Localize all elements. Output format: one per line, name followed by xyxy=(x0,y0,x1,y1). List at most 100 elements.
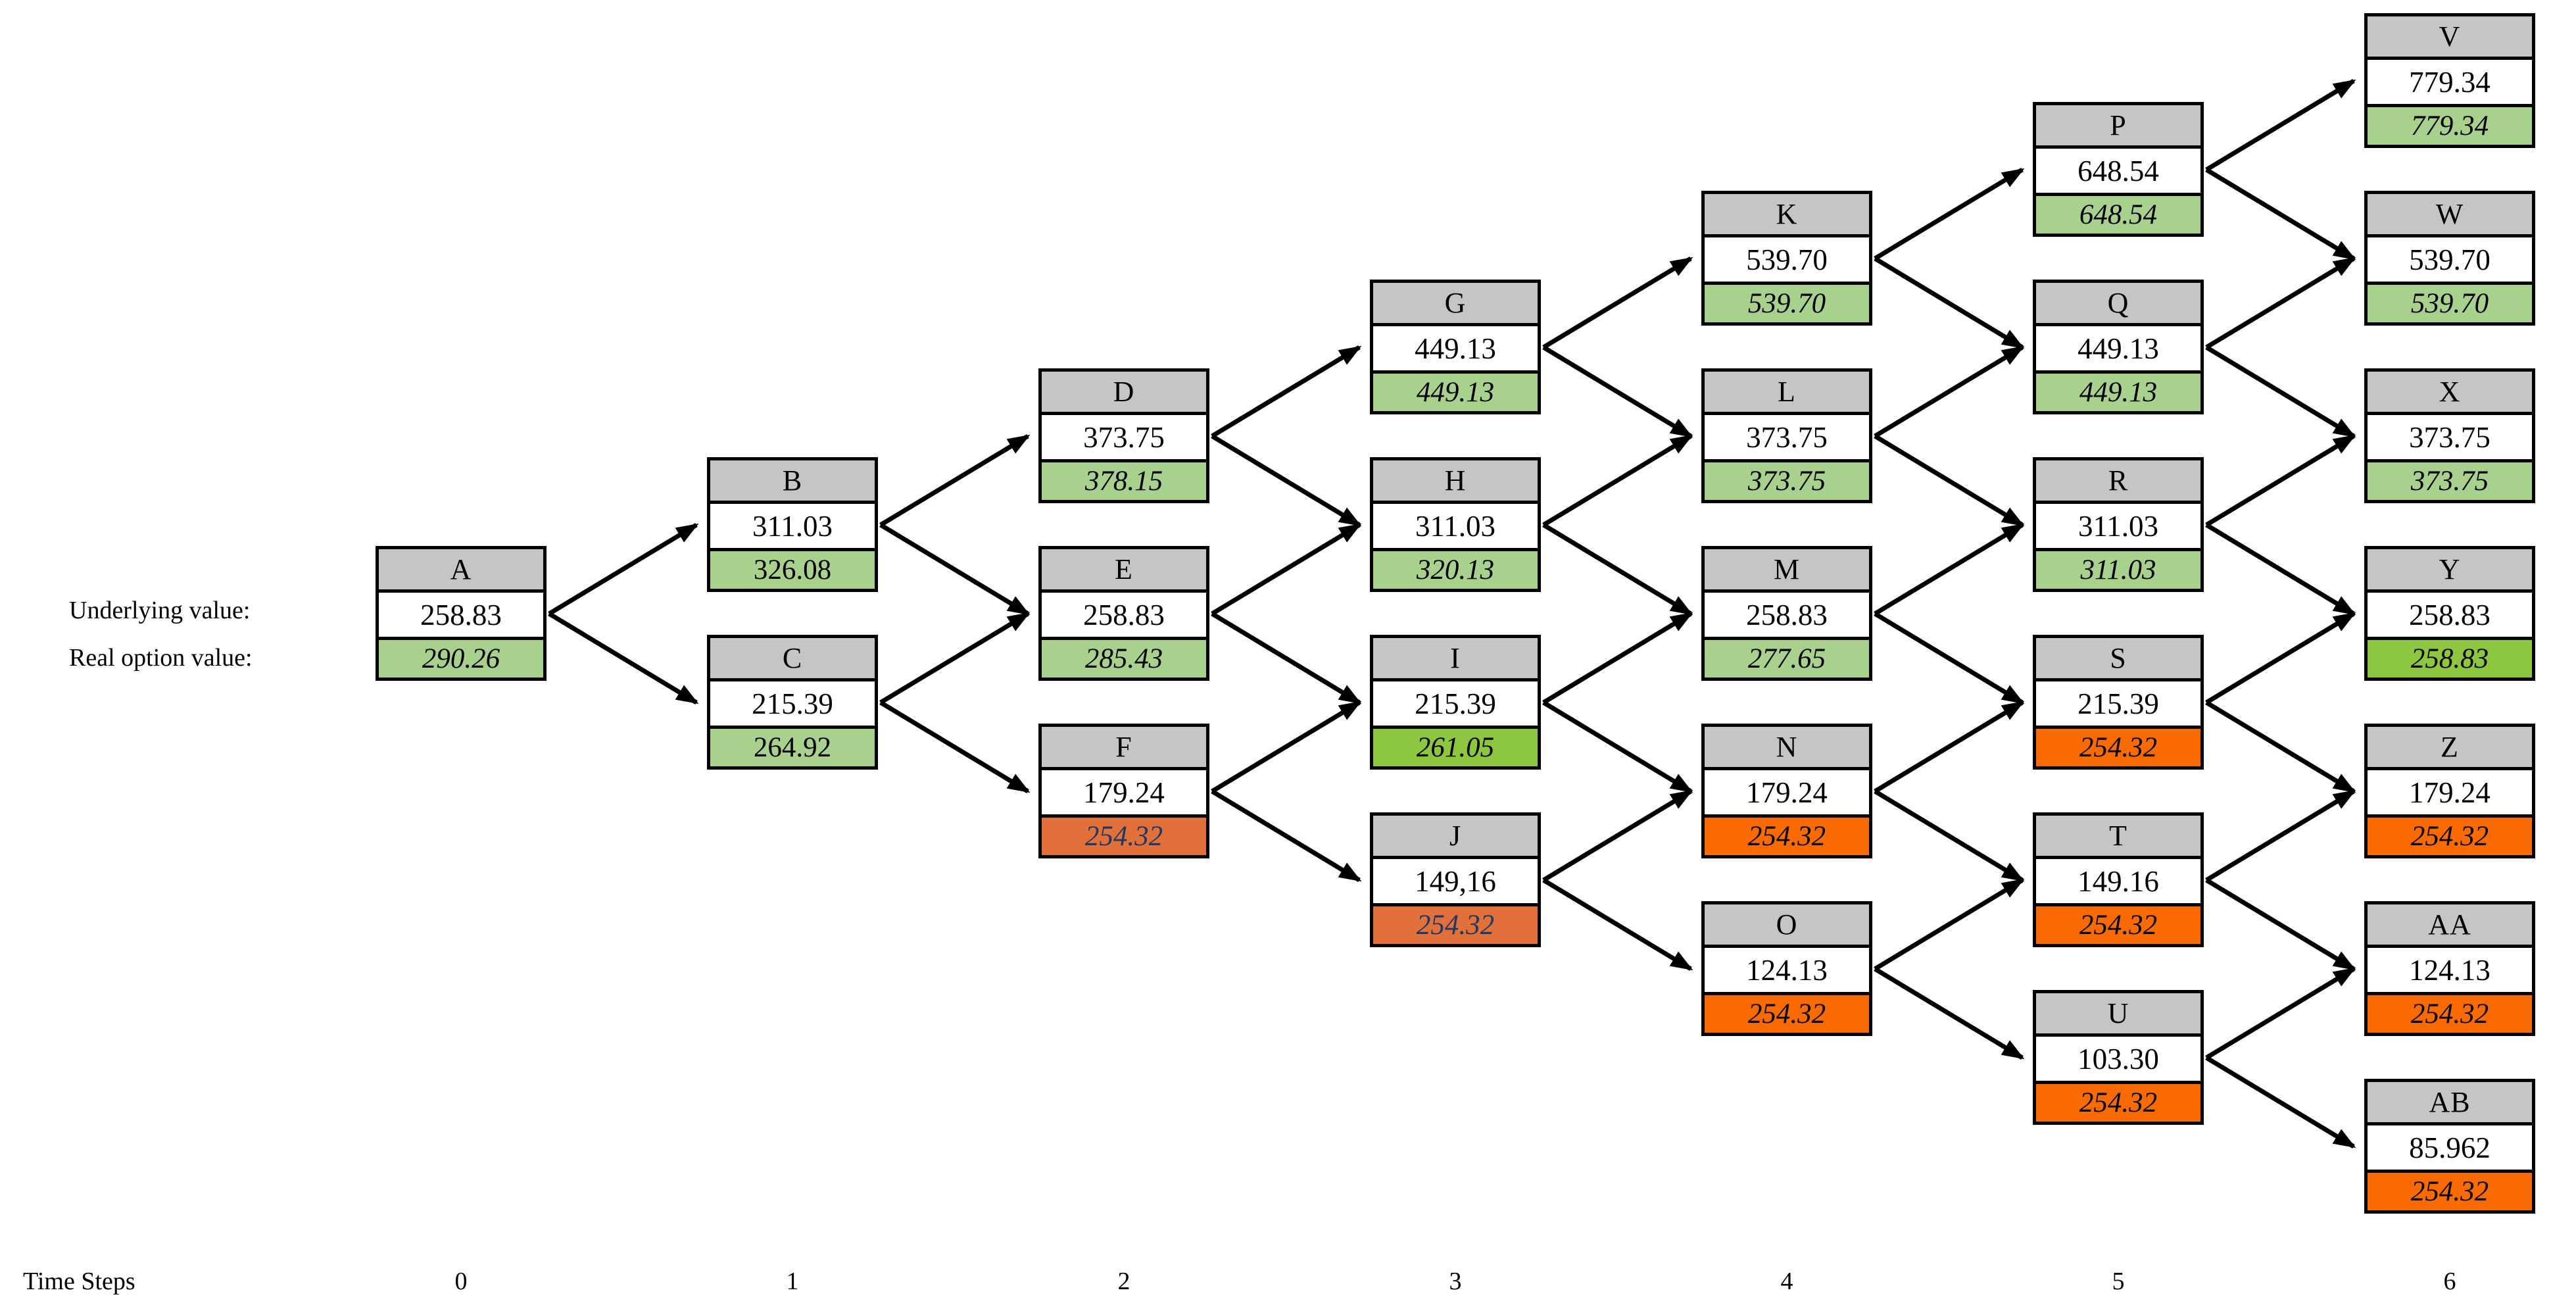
node-label-Y: Y xyxy=(2368,549,2532,593)
node-label-C: C xyxy=(710,638,875,681)
edge-arrow-L-Q xyxy=(1874,345,2025,438)
node-underlying-value-N: 179.24 xyxy=(1705,770,1869,814)
node-label-U: U xyxy=(2036,993,2200,1037)
node-underlying-value-P: 648.54 xyxy=(2036,149,2200,193)
node-underlying-value-X: 373.75 xyxy=(2368,415,2532,459)
edge-arrow-N-S xyxy=(1874,701,2025,793)
edge-arrow-O-T xyxy=(1874,878,2025,971)
node-underlying-value-J: 149,16 xyxy=(1373,859,1538,903)
node-label-E: E xyxy=(1042,549,1206,593)
node-real-option-value-F: 254.32 xyxy=(1042,814,1206,855)
edge-arrow-O-U xyxy=(1874,967,2025,1060)
edge-arrow-G-K xyxy=(1542,257,1693,349)
edge-arrow-T-AA xyxy=(2205,878,2356,971)
node-underlying-value-M: 258.83 xyxy=(1705,593,1869,637)
node-label-B: B xyxy=(710,460,875,504)
node-underlying-value-D: 373.75 xyxy=(1042,415,1206,459)
node-real-option-value-U: 254.32 xyxy=(2036,1081,2200,1122)
node-underlying-value-V: 779.34 xyxy=(2368,60,2532,104)
edge-arrow-D-H xyxy=(1211,434,1362,527)
edge-arrow-M-R xyxy=(1874,523,2025,616)
time-steps-label: Time Steps xyxy=(23,1268,135,1295)
node-label-R: R xyxy=(2036,460,2200,504)
node-underlying-value-F: 179.24 xyxy=(1042,770,1206,814)
node-label-D: D xyxy=(1042,372,1206,415)
edge-arrow-Q-X xyxy=(2205,345,2356,438)
edge-arrow-Q-W xyxy=(2205,257,2356,349)
node-label-J: J xyxy=(1373,816,1538,859)
edge-arrow-P-V xyxy=(2205,79,2356,172)
time-step-3: 3 xyxy=(1449,1268,1462,1295)
node-underlying-value-Q: 449.13 xyxy=(2036,326,2200,370)
edge-arrow-E-H xyxy=(1211,523,1362,616)
edge-arrow-M-S xyxy=(1874,612,2025,704)
edge-arrow-P-W xyxy=(2205,168,2356,260)
node-real-option-value-A: 290.26 xyxy=(379,637,543,678)
node-real-option-value-Z: 254.32 xyxy=(2368,814,2532,855)
node-label-AB: AB xyxy=(2368,1082,2532,1125)
node-label-Q: Q xyxy=(2036,283,2200,326)
node-label-A: A xyxy=(379,549,543,593)
node-real-option-value-AB: 254.32 xyxy=(2368,1170,2532,1210)
edge-arrow-D-G xyxy=(1211,345,1362,438)
edge-arrow-E-I xyxy=(1211,612,1362,704)
underlying-value-label: Underlying value: xyxy=(69,597,251,624)
node-real-option-value-J: 254.32 xyxy=(1373,903,1538,944)
node-underlying-value-S: 215.39 xyxy=(2036,681,2200,726)
edge-arrow-S-Z xyxy=(2205,701,2356,793)
node-label-N: N xyxy=(1705,727,1869,770)
edge-arrow-J-N xyxy=(1542,789,1693,882)
real-option-value-label: Real option value: xyxy=(69,644,253,672)
node-real-option-value-Y: 258.83 xyxy=(2368,637,2532,678)
node-label-G: G xyxy=(1373,283,1538,326)
node-underlying-value-AA: 124.13 xyxy=(2368,948,2532,992)
node-label-M: M xyxy=(1705,549,1869,593)
edge-arrow-G-L xyxy=(1542,345,1693,438)
edge-arrow-S-Y xyxy=(2205,612,2356,704)
node-label-W: W xyxy=(2368,194,2532,237)
node-real-option-value-I: 261.05 xyxy=(1373,726,1538,766)
node-label-T: T xyxy=(2036,816,2200,859)
node-label-K: K xyxy=(1705,194,1869,237)
edge-arrow-K-Q xyxy=(1874,257,2025,349)
edge-arrow-R-Y xyxy=(2205,523,2356,616)
node-underlying-value-AB: 85.962 xyxy=(2368,1125,2532,1170)
node-underlying-value-A: 258.83 xyxy=(379,593,543,637)
edge-arrow-C-F xyxy=(879,701,1031,793)
node-label-AA: AA xyxy=(2368,904,2532,948)
node-real-option-value-K: 539.70 xyxy=(1705,282,1869,322)
node-real-option-value-B: 326.08 xyxy=(710,548,875,589)
time-step-6: 6 xyxy=(2443,1268,2456,1295)
edge-arrow-A-C xyxy=(548,612,699,704)
node-real-option-value-C: 264.92 xyxy=(710,726,875,766)
edge-arrow-C-E xyxy=(879,612,1031,704)
node-label-X: X xyxy=(2368,372,2532,415)
node-real-option-value-L: 373.75 xyxy=(1705,459,1869,500)
time-step-5: 5 xyxy=(2112,1268,2125,1295)
node-underlying-value-Z: 179.24 xyxy=(2368,770,2532,814)
node-underlying-value-O: 124.13 xyxy=(1705,948,1869,992)
edge-arrow-I-M xyxy=(1542,612,1693,704)
node-real-option-value-P: 648.54 xyxy=(2036,193,2200,234)
node-underlying-value-U: 103.30 xyxy=(2036,1037,2200,1081)
node-real-option-value-V: 779.34 xyxy=(2368,104,2532,145)
